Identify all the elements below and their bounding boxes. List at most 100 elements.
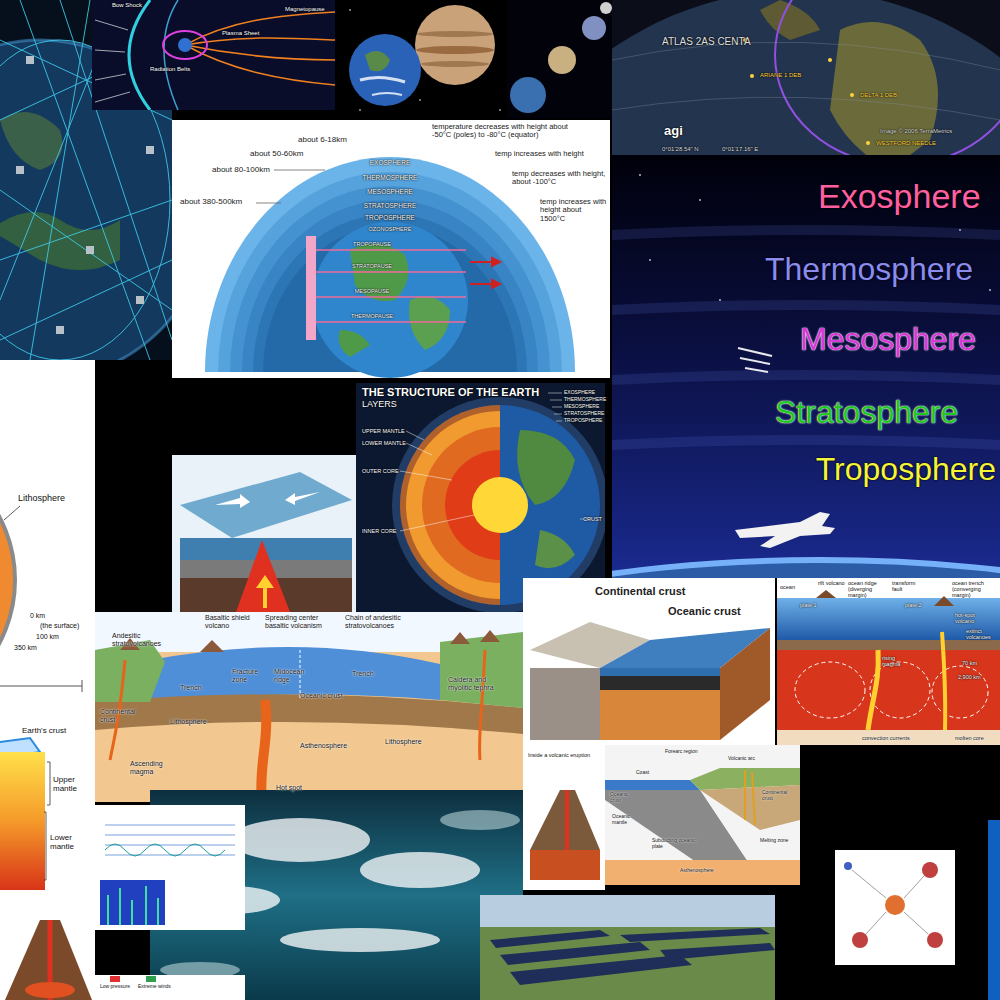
tide-chart xyxy=(95,805,245,930)
label: Image © 2006 TerraMetrics xyxy=(880,128,952,135)
satellite-network xyxy=(146,146,154,154)
tide-chart xyxy=(105,844,225,856)
label: TROPOPAUSE xyxy=(353,241,391,247)
ocean-waves-photo xyxy=(230,818,370,862)
satellite-map xyxy=(850,93,854,97)
label: rising magma xyxy=(882,655,912,667)
label: Continental crust xyxy=(100,708,148,723)
label: temp decreases with height, about -100°C xyxy=(512,170,607,187)
planets-image xyxy=(510,77,546,113)
plate-tectonics-section xyxy=(120,630,500,652)
earth-structure xyxy=(548,393,562,394)
atmosphere-diagram xyxy=(316,321,466,323)
plate-tectonics-section xyxy=(200,640,224,652)
planets-image xyxy=(507,0,612,118)
label: Midocean ridge xyxy=(274,668,310,683)
label: EXOSPHERE xyxy=(564,390,595,396)
label: ocean xyxy=(780,584,795,590)
satellite-network xyxy=(0,112,63,170)
label: STRATOSPHERE xyxy=(564,411,604,417)
solar-farm-photo xyxy=(660,943,775,960)
label: Lower mantle xyxy=(50,834,94,852)
spreading-ridge-block xyxy=(215,494,250,508)
satellite-map xyxy=(775,0,1000,155)
magnetosphere xyxy=(185,12,335,45)
atmosphere-diagram xyxy=(312,222,468,378)
atmosphere-diagram xyxy=(339,330,370,357)
blue-bar xyxy=(988,820,1000,1000)
atmosphere-bands xyxy=(745,368,768,372)
solar-farm-photo xyxy=(510,955,692,985)
atmosphere-bands xyxy=(639,174,641,176)
plate-tectonics xyxy=(777,578,1000,598)
fission-diagram xyxy=(852,870,886,898)
label: Extreme winds xyxy=(138,984,172,990)
atmosphere-bands xyxy=(649,259,651,261)
volcano-eruption xyxy=(530,790,600,850)
label: Forearc region xyxy=(665,749,698,755)
ocean-waves-photo xyxy=(440,810,520,830)
label: Melting zone xyxy=(760,838,790,844)
label: Lithosphere xyxy=(385,738,422,746)
subduction-diagram xyxy=(700,785,800,830)
plate-tectonics xyxy=(777,578,1000,745)
label: OUTER CORE xyxy=(362,468,399,474)
satellite-map xyxy=(612,97,1000,120)
atmosphere-diagram xyxy=(274,170,325,171)
plate-tectonics-section xyxy=(95,612,523,802)
solar-farm-photo xyxy=(490,928,775,985)
planets-image xyxy=(343,0,507,118)
earth-interior-section xyxy=(44,812,46,880)
spreading-ridge-block xyxy=(236,540,290,612)
magnetosphere xyxy=(95,20,128,30)
crust-block xyxy=(600,668,720,676)
atmosphere-bands xyxy=(612,155,1000,578)
plate-tectonics-section xyxy=(261,700,266,802)
atmosphere-bands xyxy=(639,174,991,301)
planets-image xyxy=(548,46,576,74)
label: 0°01'28.54" N xyxy=(662,146,699,153)
subduction-diagram xyxy=(605,745,800,885)
atmosphere-diagram xyxy=(470,261,492,263)
weather-icons xyxy=(95,975,245,1000)
label: Thermosphere xyxy=(765,252,973,287)
tide-chart xyxy=(105,825,235,826)
label: ocean ridge (diverging margin) xyxy=(848,580,888,598)
tide-chart xyxy=(105,835,235,836)
atmosphere-diagram xyxy=(409,297,450,350)
earth-interior-section xyxy=(0,360,95,890)
earth-structure xyxy=(472,477,528,533)
label: Subducting oceanic plate xyxy=(652,838,702,849)
planets-image xyxy=(415,5,495,85)
atmosphere-bands xyxy=(612,155,1000,578)
earth-interior-section xyxy=(0,752,45,890)
satellite-network xyxy=(16,166,24,174)
tide-chart xyxy=(107,895,109,925)
label: Stratosphere xyxy=(775,395,958,430)
satellite-network xyxy=(26,56,34,64)
spreading-ridge-block xyxy=(172,455,356,612)
subduction-diagram xyxy=(745,770,755,825)
label: Coast xyxy=(636,770,649,776)
label: Oceanic mantle xyxy=(612,814,638,825)
atmosphere-bands xyxy=(735,512,835,548)
label: THE STRUCTURE OF THE EARTH xyxy=(362,386,539,398)
satellite-network xyxy=(20,0,150,360)
plate-tectonics-section xyxy=(479,650,485,760)
label: CRUST xyxy=(583,516,602,522)
earth-structure xyxy=(406,443,432,455)
plate-tectonics xyxy=(777,598,1000,640)
volcano-cutaway xyxy=(0,890,95,1000)
subduction-diagram xyxy=(744,770,746,820)
magnetosphere xyxy=(185,45,335,85)
label: about 80-100km xyxy=(212,166,270,175)
planets-image xyxy=(419,99,421,101)
label: temp increases with height xyxy=(495,150,605,158)
earth-interior-section xyxy=(44,762,50,880)
label: Ascending magma xyxy=(130,760,170,775)
earth-structure xyxy=(356,383,605,612)
label: temp increases with height about 1500°C xyxy=(540,198,608,223)
satellite-map xyxy=(828,58,832,62)
earth-interior-section xyxy=(0,360,95,890)
label: about 380-500km xyxy=(180,198,242,207)
